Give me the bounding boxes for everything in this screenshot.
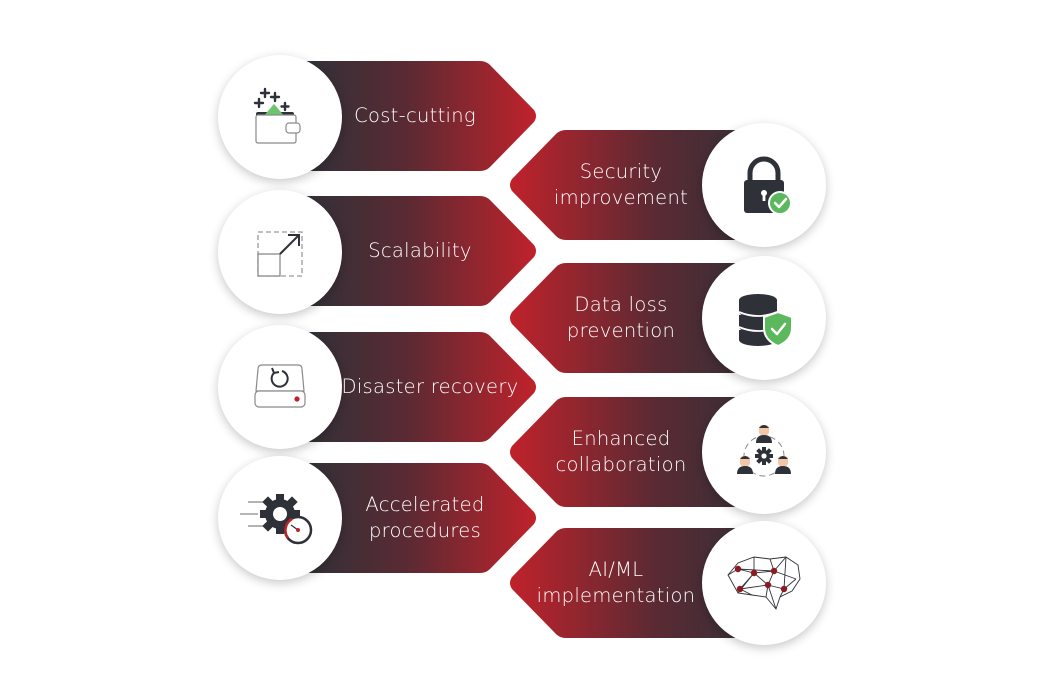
gear-clock-icon-circle bbox=[218, 456, 342, 580]
item-label: Cost-cutting bbox=[354, 104, 476, 127]
banner-cost-cutting: Cost-cutting bbox=[300, 61, 540, 171]
team-gear-icon bbox=[737, 425, 791, 477]
banner-disaster-recovery: Disaster recovery bbox=[300, 332, 540, 442]
database-shield-icon bbox=[738, 294, 793, 348]
wallet-icon bbox=[253, 87, 301, 144]
database-shield-icon-circle bbox=[702, 256, 826, 380]
arrow-right-shape bbox=[300, 196, 536, 306]
arrow-right-shape bbox=[300, 463, 536, 573]
arrow-right-shape bbox=[300, 332, 536, 442]
item-label: Scalability bbox=[368, 239, 472, 262]
banner-scalability: Scalability bbox=[300, 196, 540, 306]
neural-brain-icon-circle bbox=[702, 521, 826, 645]
lock-check-icon-circle bbox=[702, 123, 826, 247]
scale-up-icon bbox=[257, 231, 303, 277]
lock-check-icon bbox=[744, 156, 792, 215]
item-label: AI/ML implementation bbox=[536, 558, 696, 607]
drive-restore-icon-circle bbox=[218, 325, 342, 449]
item-label: Disaster recovery bbox=[341, 375, 519, 398]
wallet-icon-circle bbox=[218, 55, 342, 179]
item-label: Security improvement bbox=[553, 160, 689, 209]
drive-restore-icon bbox=[254, 364, 306, 408]
item-label: Data loss prevention bbox=[566, 293, 676, 342]
item-label: Enhanced collaboration bbox=[555, 427, 687, 476]
team-gear-icon-circle bbox=[702, 390, 826, 514]
arrow-right-shape bbox=[300, 61, 536, 171]
banner-accelerated-procedures: Accelerated procedures bbox=[300, 463, 540, 573]
item-label: Accelerated procedures bbox=[365, 493, 485, 542]
neural-brain-icon bbox=[727, 556, 801, 610]
scale-up-icon-circle bbox=[218, 190, 342, 314]
gear-clock-icon bbox=[240, 494, 313, 545]
